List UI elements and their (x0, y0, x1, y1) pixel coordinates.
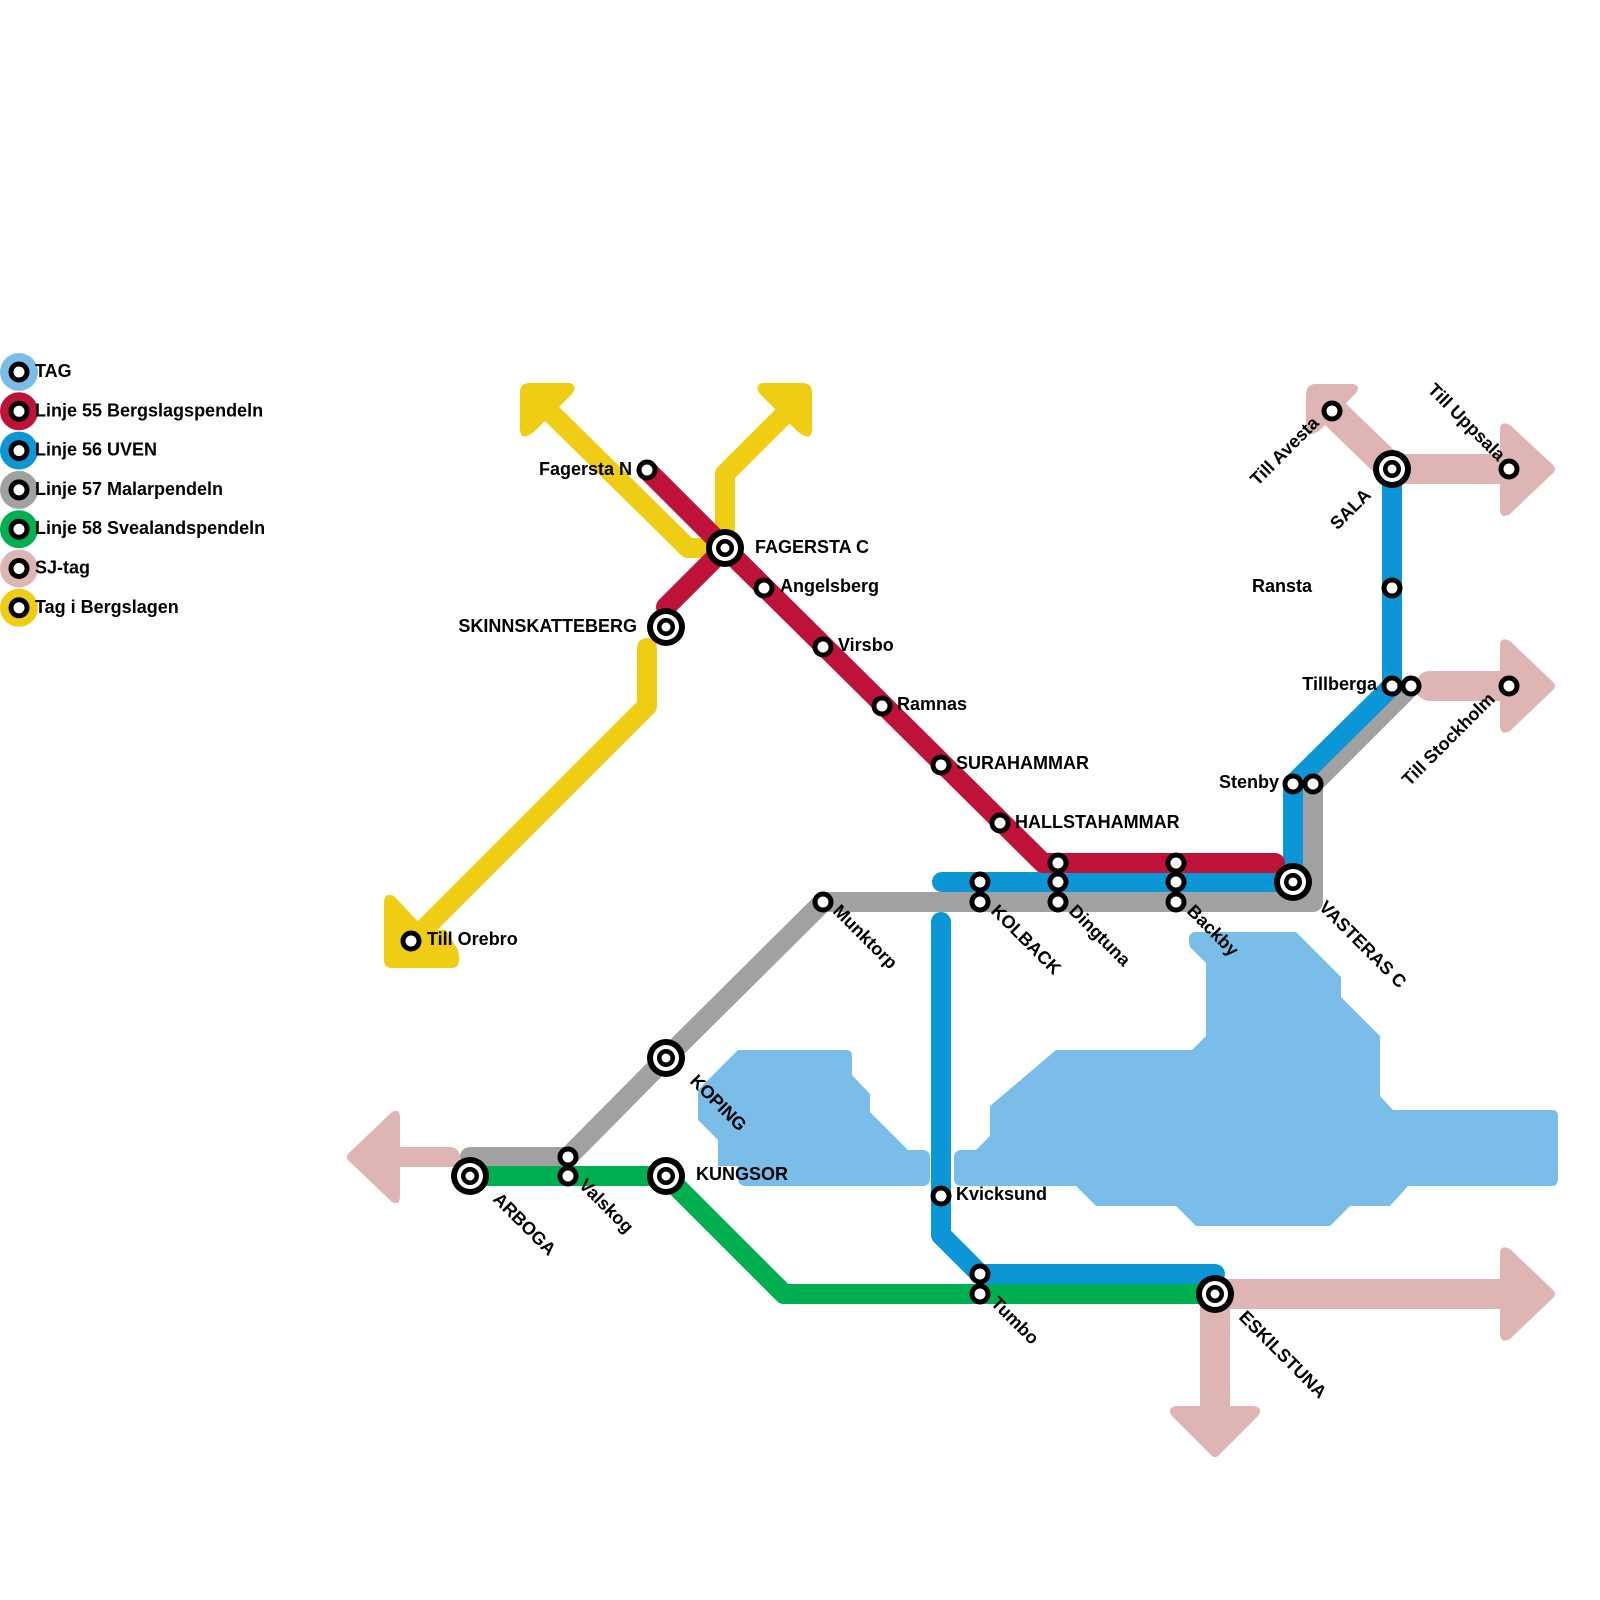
arrow-uppsala (1500, 423, 1555, 516)
l55-main (637, 460, 1285, 873)
station-marker-dingtuna-2[interactable] (1047, 871, 1069, 893)
station-interchange-arboga[interactable] (451, 1157, 489, 1195)
station-marker-ramnas[interactable] (871, 695, 893, 717)
station-marker-stenby-2[interactable] (1302, 773, 1324, 795)
station-marker-valskog-1[interactable] (557, 1146, 579, 1168)
legend-label: Linje 58 Svealandspendeln (35, 518, 265, 538)
legend-item-tag: TAG (0, 353, 72, 391)
arrow-nw (520, 383, 575, 437)
yellow-ne-branch (715, 404, 795, 558)
station-marker-kvicksund[interactable] (930, 1185, 952, 1207)
lake-malaren (698, 932, 1558, 1226)
legend-station-icon (8, 518, 30, 540)
legend-label: SJ-tag (35, 558, 90, 578)
legend-station-icon (8, 361, 30, 383)
station-marker-till-stockholm[interactable] (1498, 675, 1520, 697)
arrow-south (1169, 1406, 1261, 1457)
arrow-west (347, 1110, 400, 1204)
station-marker-dingtuna-3[interactable] (1047, 891, 1069, 913)
water-west (698, 1050, 930, 1186)
legend-item-bergslagen: Tag i Bergslagen (0, 588, 179, 627)
arrow-stockholm (1500, 639, 1555, 733)
legend-item-l56: Linje 56 UVEN (0, 431, 157, 470)
label-arboga[interactable]: ARBOGA (489, 1189, 560, 1260)
l56-south (931, 912, 1225, 1284)
station-interchange-eskilstuna[interactable] (1196, 1275, 1234, 1313)
station-interchange-koping[interactable] (647, 1039, 685, 1077)
water-east (954, 932, 1558, 1226)
station-marker-surahammar[interactable] (930, 754, 952, 776)
station-marker-fagersta-n[interactable] (636, 459, 658, 481)
station-interchange-skinnskatteberg[interactable] (647, 608, 685, 646)
station-marker-till-orebro[interactable] (400, 930, 422, 952)
label-till-orebro[interactable]: Till Orebro (427, 929, 518, 949)
label-virsbo[interactable]: Virsbo (838, 635, 894, 655)
legend-station-icon (8, 400, 30, 422)
station-interchange-fagersta-c[interactable] (706, 529, 744, 567)
line-55 (637, 460, 1285, 873)
label-angelsberg[interactable]: Angelsberg (780, 576, 879, 596)
station-marker-angelsberg[interactable] (753, 577, 775, 599)
label-fagersta-n[interactable]: Fagersta N (539, 459, 632, 479)
station-marker-ransta[interactable] (1381, 577, 1403, 599)
legend-label: Tag i Bergslagen (35, 597, 179, 617)
label-fagersta-c[interactable]: FAGERSTA C (755, 537, 869, 557)
label-tillberga[interactable]: Tillberga (1302, 674, 1378, 694)
station-marker-dingtuna-1[interactable] (1047, 852, 1069, 874)
station-marker-munktorp[interactable] (812, 891, 834, 913)
station-interchange-vasteras-c[interactable] (1274, 863, 1312, 901)
label-hallstahammar[interactable]: HALLSTAHAMMAR (1015, 812, 1180, 832)
station-marker-kolback-2[interactable] (969, 891, 991, 913)
yellow-sw-branch (410, 638, 657, 943)
legend-label: Linje 56 UVEN (35, 440, 157, 460)
legend-item-l57: Linje 57 Malarpendeln (0, 470, 223, 509)
label-eskilstuna[interactable]: ESKILSTUNA (1235, 1307, 1330, 1402)
station-marker-virsbo[interactable] (812, 636, 834, 658)
legend-label: Linje 55 Bergslagspendeln (35, 400, 263, 420)
station-marker-stenby-1[interactable] (1282, 773, 1304, 795)
station-marker-kolback-1[interactable] (969, 871, 991, 893)
label-surahammar[interactable]: SURAHAMMAR (956, 753, 1089, 773)
station-marker-tillberga-2[interactable] (1400, 675, 1422, 697)
station-marker-tillberga-1[interactable] (1381, 675, 1403, 697)
station-marker-tumbo-2[interactable] (969, 1283, 991, 1305)
label-ramnas[interactable]: Ramnas (897, 694, 967, 714)
station-marker-till-avesta[interactable] (1321, 400, 1343, 422)
legend-label: Linje 57 Malarpendeln (35, 479, 223, 499)
label-till-avesta[interactable]: Till Avesta (1246, 412, 1323, 489)
label-kolback[interactable]: KOLBACK (987, 901, 1065, 979)
legend-station-icon (8, 479, 30, 501)
legend-station-icon (8, 597, 30, 619)
label-skinnskatteberg[interactable]: SKINNSKATTEBERG (458, 616, 637, 636)
label-stenby[interactable]: Stenby (1219, 772, 1279, 792)
label-sala[interactable]: SALA (1326, 485, 1375, 534)
station-marker-hallstahammar[interactable] (989, 812, 1011, 834)
legend-station-icon (8, 440, 30, 462)
label-till-stockholm[interactable]: Till Stockholm (1398, 689, 1499, 790)
line-sj-tag (347, 384, 1555, 1457)
label-till-uppsala[interactable]: Till Uppsala (1424, 379, 1510, 465)
arrow-east (1500, 1247, 1555, 1341)
station-interchange-kungsor[interactable] (647, 1157, 685, 1195)
station-marker-backby-2[interactable] (1165, 871, 1187, 893)
station-interchange-sala[interactable] (1373, 450, 1411, 488)
label-ransta[interactable]: Ransta (1252, 576, 1313, 596)
arrow-sw (384, 894, 460, 968)
station-marker-backby-3[interactable] (1165, 891, 1187, 913)
legend-item-sj: SJ-tag (0, 549, 90, 588)
station-markers (400, 400, 1520, 1313)
label-kvicksund[interactable]: Kvicksund (956, 1184, 1047, 1204)
label-kungsor[interactable]: KUNGSOR (696, 1164, 788, 1184)
station-marker-valskog-2[interactable] (557, 1165, 579, 1187)
station-marker-till-uppsala[interactable] (1498, 458, 1520, 480)
legend-item-l55: Linje 55 Bergslagspendeln (0, 392, 263, 431)
legend-item-l58: Linje 58 Svealandspendeln (0, 510, 265, 549)
legend-label: TAG (35, 361, 72, 381)
arrow-ne (757, 383, 812, 437)
station-marker-tumbo-1[interactable] (969, 1263, 991, 1285)
legend-station-icon (8, 558, 30, 579)
station-marker-backby-1[interactable] (1165, 852, 1187, 874)
